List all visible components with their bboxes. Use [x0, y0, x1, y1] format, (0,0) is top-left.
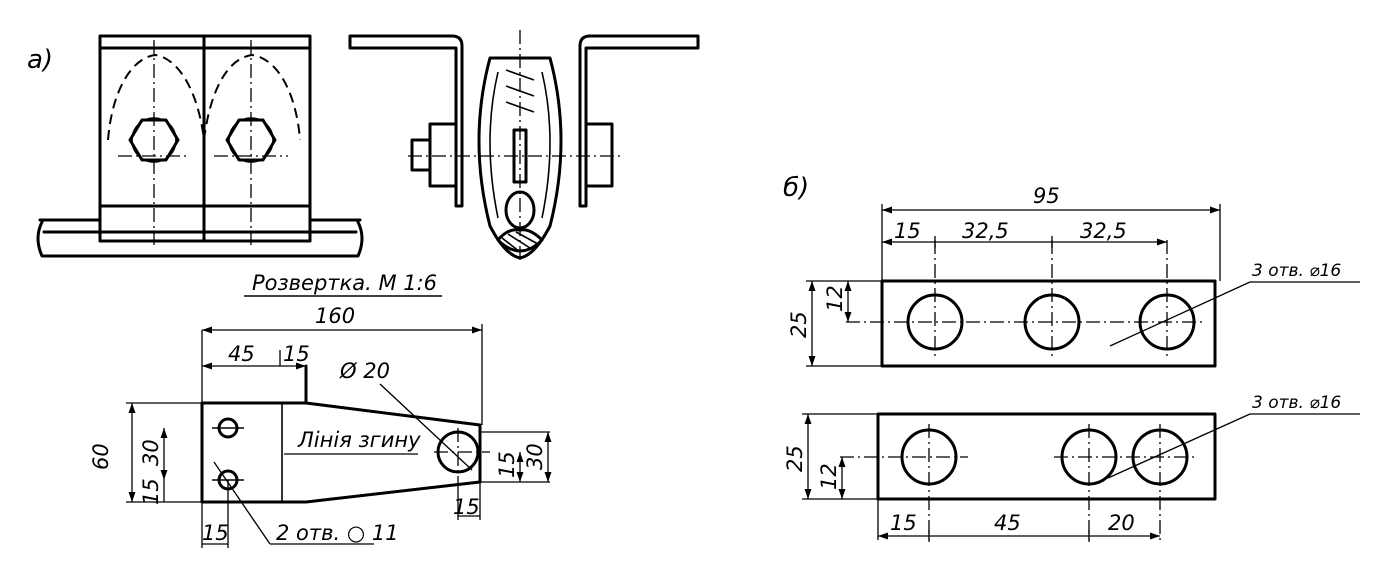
development-view: Розвертка. М 1:6 160 45 15 Ø 20: [89, 271, 552, 548]
plate-1-holes-note: 3 отв. ⌀16: [1252, 261, 1341, 281]
part-a: а): [27, 30, 700, 548]
dim-b2-12: 12: [817, 463, 841, 490]
dim-30-left: 30: [139, 439, 163, 466]
dim-32-5-first: 32,5: [962, 219, 1009, 243]
hex-nut-right: [225, 118, 277, 162]
dim-b2-45: 45: [994, 511, 1021, 535]
dim-45: 45: [228, 342, 255, 366]
hex-nut-left: [128, 118, 180, 162]
dim-b2-25: 25: [783, 445, 807, 472]
dim-hole-dia: Ø 20: [339, 359, 390, 383]
dim-30-right: 30: [523, 443, 547, 470]
dim-b2-20: 20: [1108, 511, 1135, 535]
dim-b-25: 25: [787, 311, 811, 338]
dim-b-12: 12: [823, 285, 847, 312]
clamp-front-view: [36, 34, 364, 258]
dim-b2-15: 15: [890, 511, 917, 535]
dim-60: 60: [89, 443, 113, 470]
bend-line-label: Лінія згину: [297, 428, 421, 452]
plate-2: 25 12 15 45 20 3 отв. ⌀16: [783, 393, 1360, 542]
plate-1-outline: [880, 279, 1217, 368]
dim-32-5-second: 32,5: [1080, 219, 1127, 243]
part-a-label: а): [27, 45, 53, 75]
plate-2-holes-note: 3 отв. ⌀16: [1252, 393, 1341, 413]
part-b-label: б): [783, 173, 809, 203]
part-b: б) 95 15 32,5 32,5 25 12: [783, 173, 1360, 542]
dim-15-left: 15: [139, 478, 163, 505]
dim-15-right: 15: [495, 451, 519, 478]
dim-15-bottom-right: 15: [453, 495, 480, 519]
dim-160: 160: [315, 304, 355, 328]
rail: [36, 218, 364, 258]
dim-15-top: 15: [283, 342, 310, 366]
plate-1: 95 15 32,5 32,5 25 12 3 отв. ⌀16: [787, 184, 1360, 368]
dim-15-bottom-left: 15: [202, 521, 229, 545]
dim-b-15: 15: [894, 219, 921, 243]
clamp-side-view: [348, 30, 700, 262]
holes-11-note: 2 отв. ○ 11: [276, 521, 399, 545]
dim-95: 95: [1033, 184, 1060, 208]
development-title: Розвертка. М 1:6: [252, 271, 437, 295]
